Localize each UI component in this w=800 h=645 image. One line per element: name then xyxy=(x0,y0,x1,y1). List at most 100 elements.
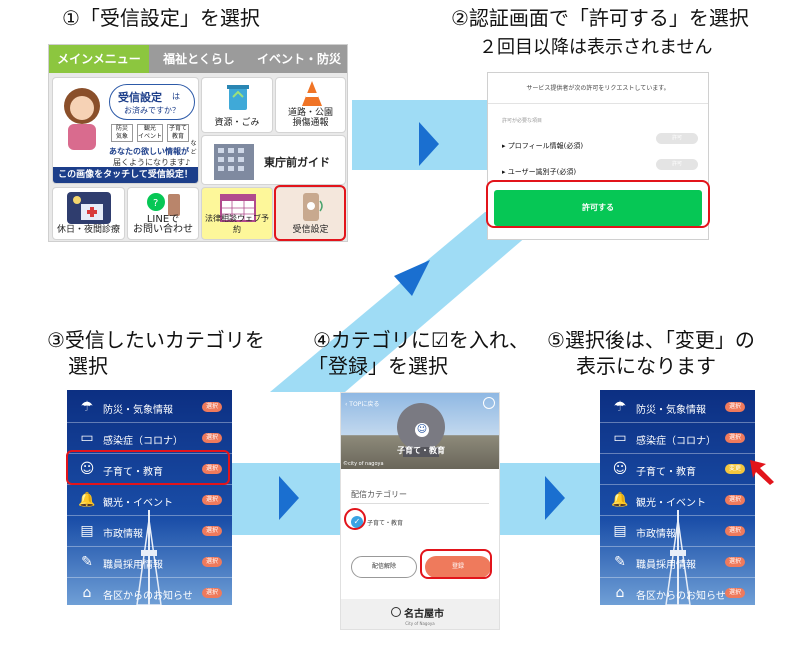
category-row[interactable]: ✎職員採用情報選択 xyxy=(67,547,232,578)
tile-night-clinic[interactable]: 休日・夜間診療 xyxy=(52,187,125,240)
tab-welfare[interactable]: 福祉とくらし xyxy=(149,45,249,73)
woman-illustration-icon xyxy=(64,88,100,150)
tab-main-menu[interactable]: メインメニュー xyxy=(49,45,149,73)
footer: 名古屋市 City of Nagoya xyxy=(341,599,499,629)
permission-label: プロフィール情報(必須) xyxy=(507,142,584,150)
tile-label: 資源・ごみ xyxy=(214,118,260,128)
chat-phone-icon: ? xyxy=(147,193,180,216)
category-label: 各区からのお知らせ xyxy=(636,591,726,602)
change-button[interactable]: 変更 xyxy=(725,464,745,474)
select-button[interactable]: 選択 xyxy=(725,557,745,567)
delivery-category-label: 配信カテゴリー xyxy=(351,490,407,499)
select-button[interactable]: 選択 xyxy=(202,433,222,443)
select-button[interactable]: 選択 xyxy=(202,557,222,567)
category-icon: ▤ xyxy=(80,523,94,539)
child-category-icon: ☺ xyxy=(415,423,429,437)
select-button[interactable]: 選択 xyxy=(725,588,745,598)
cancel-delivery-button[interactable]: 配信解除 xyxy=(351,556,417,578)
tile-legal-reservation[interactable]: 法律相談ウェブ予約 xyxy=(201,187,273,240)
category-row[interactable]: 🔔観光・イベント選択 xyxy=(67,485,232,516)
svg-text:?: ? xyxy=(153,198,158,209)
hospital-night-icon xyxy=(67,192,111,224)
category-label: 防災・気象情報 xyxy=(103,405,173,416)
pointer-arrow-icon xyxy=(750,460,774,485)
bubble-suffix: は xyxy=(172,92,180,101)
chip: 防災 気象 xyxy=(111,124,133,142)
category-label: 観光・イベント xyxy=(103,498,173,509)
category-row[interactable]: ☂防災・気象情報選択 xyxy=(67,392,232,423)
category-icon: 🔔 xyxy=(611,492,629,508)
tile-label: 道路・公園 損傷通報 xyxy=(287,108,333,128)
auth-request-text: サービス提供者が次の許可をリクエストしています。 xyxy=(526,85,670,92)
chevron-right-icon: ▸ xyxy=(502,168,508,176)
register-button[interactable]: 登録 xyxy=(425,556,491,578)
tile-road-report[interactable]: 道路・公園 損傷通報 xyxy=(275,77,346,133)
tile-line-inquiry[interactable]: ? LINEで お問い合わせ xyxy=(127,187,199,240)
category-row[interactable]: ☺ 子育て・教育 変更 xyxy=(600,454,755,485)
category-label: 子育て・教育 xyxy=(636,467,696,478)
arrow-right-icon xyxy=(545,476,565,520)
select-button[interactable]: 選択 xyxy=(202,526,222,536)
category-row[interactable]: ⌂各区からのお知らせ選択 xyxy=(67,578,232,605)
step-3-title-line2: 選択 xyxy=(68,354,108,378)
select-button[interactable]: 選択 xyxy=(725,495,745,505)
auth-screen: サービス提供者が次の許可をリクエストしています。 許可が必要な項目 ▸ プロフィ… xyxy=(487,72,709,240)
select-button[interactable]: 選択 xyxy=(725,526,745,536)
arrow-right-icon xyxy=(419,122,439,166)
select-button[interactable]: 選択 xyxy=(725,433,745,443)
category-row[interactable]: ✎職員採用情報選択 xyxy=(600,547,755,578)
select-button[interactable]: 選択 xyxy=(202,588,222,598)
step-3-title: ③受信したいカテゴリを xyxy=(47,328,265,352)
category-icon: ☂ xyxy=(613,399,627,415)
category-icon: ☺ xyxy=(79,461,95,477)
recycle-bin-icon xyxy=(227,85,249,110)
step-1-title: ①「受信設定」を選択 xyxy=(62,6,260,30)
tile-receive-settings[interactable]: 受信設定 xyxy=(275,187,346,240)
category-icon: ⌂ xyxy=(615,585,625,601)
phone-category-list: ☂防災・気象情報選択▭感染症（コロナ）選択☺子育て・教育選択🔔観光・イベント選択… xyxy=(67,390,232,605)
highlight-child-education xyxy=(66,450,230,485)
category-label: 各区からのお知らせ xyxy=(103,591,193,602)
select-button[interactable]: 選択 xyxy=(725,402,745,412)
category-row[interactable]: ▤ 市政情報 選択 xyxy=(67,516,232,547)
category-label: 市政情報 xyxy=(103,529,143,540)
category-row[interactable]: ▤市政情報選択 xyxy=(600,516,755,547)
footer-logo-text: 名古屋市 xyxy=(404,609,444,620)
tab-event-disaster[interactable]: イベント・防災 xyxy=(249,45,347,73)
permission-identifier[interactable]: ▸ ユーザー識別子(必須) 許可 xyxy=(502,159,698,176)
speech-bubble: 受信設定 は お済みですか？ xyxy=(109,84,195,120)
category-label: 市政情報 xyxy=(636,529,676,540)
category-icon: ▭ xyxy=(613,430,627,446)
tv-tower-icon xyxy=(136,510,162,605)
category-title: 子育て・教育 xyxy=(397,446,445,455)
phone-settings-icon xyxy=(303,193,323,221)
category-icon: ▭ xyxy=(80,430,94,446)
auth-section-label: 許可が必要な項目 xyxy=(502,118,543,124)
allow-button[interactable]: 許可する xyxy=(494,190,702,226)
photo-caption: ©city of nagoya xyxy=(343,461,384,467)
back-link[interactable]: ‹ TOPに戻る xyxy=(345,401,380,408)
category-row[interactable]: ▭感染症（コロナ）選択 xyxy=(600,423,755,454)
highlight-register-button xyxy=(420,549,492,579)
banner-footer: この画像をタッチして受信設定！ xyxy=(53,167,198,183)
permission-profile[interactable]: ▸ プロフィール情報(必須) 許可 xyxy=(502,133,698,150)
arrow-right-icon xyxy=(279,476,299,520)
select-button[interactable]: 選択 xyxy=(202,495,222,505)
select-button[interactable]: 選択 xyxy=(202,464,222,474)
select-button[interactable]: 選択 xyxy=(202,402,222,412)
permission-toggle[interactable]: 許可 xyxy=(656,159,698,170)
auth-divider xyxy=(488,103,708,104)
nagoya-logo-icon xyxy=(483,397,495,409)
receive-settings-banner[interactable]: 受信設定 は お済みですか？ 防災 気象 観光 イベント 子育て 教育 など あ… xyxy=(52,77,199,184)
permission-toggle[interactable]: 許可 xyxy=(656,133,698,144)
category-row[interactable]: ⌂ 各区からのお知らせ選択 xyxy=(600,578,755,605)
category-icon: ☺ xyxy=(612,461,628,477)
category-row[interactable]: 🔔観光・イベント選択 xyxy=(600,485,755,516)
category-row[interactable]: ☂防災・気象情報選択 xyxy=(600,392,755,423)
tile-garbage[interactable]: 資源・ごみ xyxy=(201,77,273,133)
category-row[interactable]: ▭感染症（コロナ）選択 xyxy=(67,423,232,454)
tv-tower-icon xyxy=(665,510,691,605)
bubble-title: 受信設定 xyxy=(118,91,162,104)
tile-office-guide[interactable]: 東庁前ガイド xyxy=(201,135,346,185)
